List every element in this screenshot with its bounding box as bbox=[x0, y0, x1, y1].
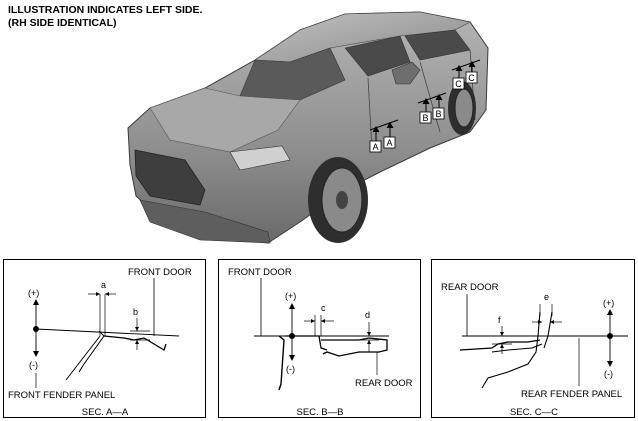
section-aa-panel: FRONT DOOR (+) (-) a b FRONT FENDER PANE… bbox=[3, 259, 206, 418]
aa-dim-b: b bbox=[133, 307, 138, 317]
callout-b-left: B bbox=[422, 113, 428, 123]
note-line-1: ILLUSTRATION INDICATES LEFT SIDE. bbox=[8, 4, 203, 16]
cc-upper-label: REAR DOOR bbox=[441, 282, 499, 293]
illustration-note: ILLUSTRATION INDICATES LEFT SIDE. (RH SI… bbox=[8, 4, 202, 30]
callout-a-right: A bbox=[386, 138, 392, 148]
car-body bbox=[127, 11, 489, 244]
cc-plus-label: (+) bbox=[603, 298, 614, 308]
bb-section-title: SEC. B—B bbox=[297, 407, 344, 418]
bb-dim-d: d bbox=[365, 310, 370, 320]
bb-plus-label: (+) bbox=[285, 291, 296, 301]
bb-minus-label: (-) bbox=[286, 364, 295, 374]
bb-lower-label: REAR DOOR bbox=[355, 378, 413, 389]
cc-minus-label: (-) bbox=[604, 369, 613, 379]
rear-wheel bbox=[448, 81, 476, 135]
aa-lower-label: FRONT FENDER PANEL bbox=[8, 390, 115, 401]
cc-dim-f: f bbox=[498, 315, 501, 325]
cc-lower-label: REAR FENDER PANEL bbox=[521, 389, 622, 400]
bb-upper-label: FRONT DOOR bbox=[228, 267, 292, 278]
section-bb-panel: FRONT DOOR (+) (-) c d REAR DOOR SEC. B—… bbox=[218, 259, 421, 418]
aa-minus-label: (-) bbox=[29, 360, 38, 370]
vehicle-illustration: A A B B C C bbox=[127, 11, 489, 244]
aa-plus-label: (+) bbox=[28, 288, 39, 298]
cc-section-title: SEC. C—C bbox=[510, 407, 558, 418]
callout-a-left: A bbox=[372, 142, 378, 152]
front-wheel bbox=[308, 157, 368, 243]
callout-c-right: C bbox=[468, 73, 475, 83]
note-line-2: (RH SIDE IDENTICAL) bbox=[8, 17, 117, 29]
aa-dim-a: a bbox=[101, 280, 106, 290]
section-cc-panel: REAR DOOR (+) (-) e f REAR FENDER PANEL … bbox=[431, 259, 635, 418]
bb-dim-c: c bbox=[321, 303, 326, 313]
callout-b-right: B bbox=[435, 109, 441, 119]
cc-dim-e: e bbox=[544, 292, 549, 302]
aa-upper-label: FRONT DOOR bbox=[128, 267, 192, 278]
aa-section-title: SEC. A—A bbox=[82, 407, 129, 418]
callout-c-left: C bbox=[455, 79, 462, 89]
section-a-callouts bbox=[369, 59, 481, 141]
